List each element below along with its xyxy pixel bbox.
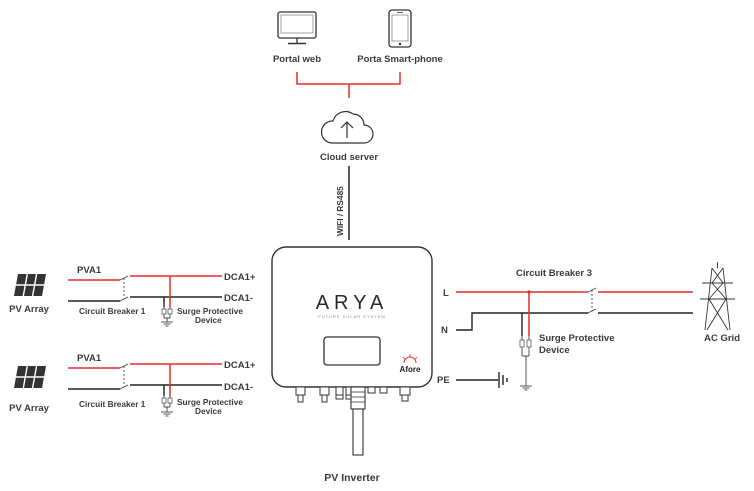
inverter-caption: PV Inverter — [324, 472, 379, 484]
pv-string-2: PV Array PVA1 DCA1+ DCA1- Circuit Breake… — [9, 353, 256, 417]
sun-logo-icon — [402, 354, 418, 364]
dc-negative-label: DCA1- — [224, 382, 253, 393]
pv-input-label: PVA1 — [77, 265, 102, 276]
smartphone-label: Porta Smart-phone — [357, 54, 443, 65]
ac-wiring: Circuit Breaker 3 L N PE Surge Protectiv… — [437, 268, 693, 391]
cloud-icon — [320, 111, 374, 144]
ac-cable-plug — [350, 386, 366, 456]
spd-label-line1: Surge Protective — [177, 397, 243, 407]
breaker-label: Circuit Breaker 1 — [79, 306, 146, 316]
earth-label: PE — [437, 375, 450, 386]
spd-label-line2: Device — [195, 315, 222, 325]
spd-label-line2: Device — [195, 406, 222, 416]
ac-spd-label-line1: Surge Protective — [539, 333, 615, 344]
display-window — [323, 336, 381, 366]
inverter-connectors — [295, 386, 411, 403]
pv-array-label: PV Array — [9, 304, 49, 315]
dc-positive-label: DCA1+ — [224, 272, 256, 283]
transmission-tower-icon — [700, 262, 735, 331]
comm-link-label: WIFI / RS485 — [335, 186, 345, 236]
cloud-server-label: Cloud server — [320, 152, 378, 163]
neutral-label: N — [441, 325, 448, 336]
smartphone-icon — [388, 9, 412, 48]
portal-web-label: Portal web — [273, 54, 321, 65]
pv-input-label: PVA1 — [77, 353, 102, 364]
dc-negative-label: DCA1- — [224, 293, 253, 304]
ground-symbol — [161, 321, 173, 327]
earth-ground-icon — [498, 372, 508, 388]
breaker-label: Circuit Breaker 1 — [79, 399, 146, 409]
inverter: ARYA FUTURE SOLAR SYSTEM Afore — [271, 246, 433, 456]
live-label: L — [443, 288, 449, 299]
spd-label-line1: Surge Protective — [177, 306, 243, 316]
solar-panel-icon — [14, 273, 46, 297]
ac-grid-label: AC Grid — [704, 333, 740, 344]
solar-panel-icon — [14, 365, 46, 389]
ac-spd-label-line2: Device — [539, 345, 570, 356]
device-link — [296, 72, 401, 85]
pv-string-1: PV Array PVA1 DCA1+ DCA1- Circuit Breake… — [9, 265, 256, 327]
brand-logo: ARYA — [316, 292, 389, 314]
ground-symbol — [520, 385, 532, 391]
dc-positive-label: DCA1+ — [224, 360, 256, 371]
monitor-icon — [277, 11, 317, 45]
ground-symbol — [161, 411, 173, 417]
ac-breaker-label: Circuit Breaker 3 — [516, 268, 592, 279]
pv-array-label: PV Array — [9, 403, 49, 414]
brand-tagline: FUTURE SOLAR SYSTEM — [318, 314, 385, 319]
maker-logo: Afore — [400, 365, 421, 374]
